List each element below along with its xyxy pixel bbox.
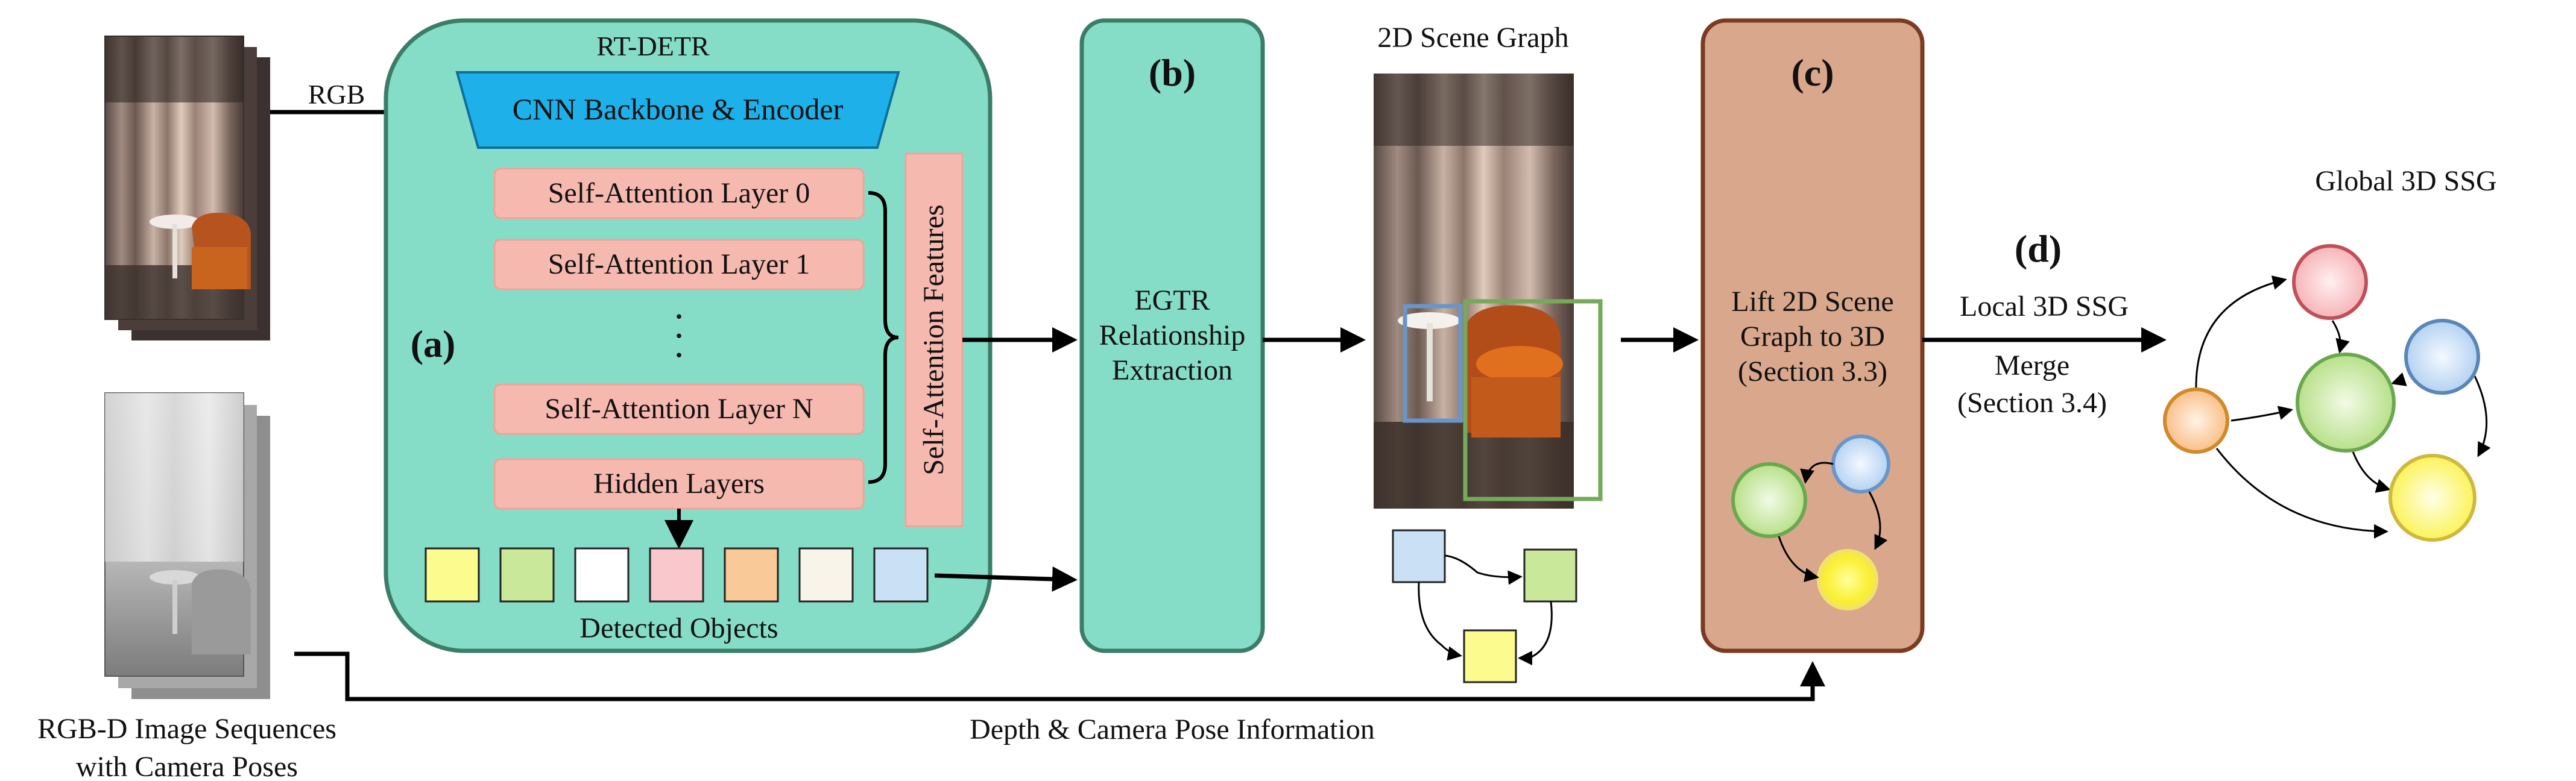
input-caption-line1: RGB-D Image Sequences xyxy=(37,713,336,745)
sa-layer-0-label: Self-Attention Layer 0 xyxy=(548,177,810,209)
local-node-green xyxy=(1731,462,1807,538)
local-node-blue xyxy=(1831,434,1890,494)
sg-edge-green-yellow xyxy=(1518,601,1553,665)
global-edge-blue-green xyxy=(2391,372,2407,386)
global-ssg-title: Global 3D SSG xyxy=(2315,165,2496,197)
detected-object-swatch xyxy=(574,547,630,603)
detected-object-swatch xyxy=(499,547,555,603)
global-node-green xyxy=(2296,353,2396,453)
tag-b: (b) xyxy=(1149,51,1196,94)
table-bbox xyxy=(1403,304,1463,423)
scene-graph-2d-nodes xyxy=(1392,529,1577,683)
detected-object-swatch xyxy=(798,547,854,603)
egtr-line-2: Relationship xyxy=(1099,319,1246,351)
rtdetr-title: RT-DETR xyxy=(596,31,710,61)
detected-object-swatch xyxy=(425,547,480,603)
depth-image-stack xyxy=(104,392,270,699)
scene-image xyxy=(1374,74,1603,509)
sg-node-blue xyxy=(1392,529,1446,583)
depth-label: Depth & Camera Pose Information xyxy=(970,714,1375,745)
detected-object-swatch xyxy=(873,547,929,603)
global-node-orange xyxy=(2163,387,2229,454)
detected-object-swatch xyxy=(649,547,704,603)
input-caption-line2: with Camera Poses xyxy=(76,751,298,781)
merge-line-1: Merge xyxy=(1995,350,2069,381)
local-edge-blue-yellow xyxy=(1868,491,1888,550)
rtdetr-block: RT-DETR CNN Backbone & Encoder Self-Atte… xyxy=(384,18,993,653)
scene-graph-2d-title: 2D Scene Graph xyxy=(1377,22,1568,54)
sg-node-green xyxy=(1523,548,1577,603)
global-graph xyxy=(2163,244,2491,542)
global-node-pink xyxy=(2292,244,2368,320)
features-label: Self-Attention Features xyxy=(918,204,950,475)
ellipsis-dot-2: . xyxy=(674,303,684,346)
sg-node-yellow xyxy=(1463,629,1517,683)
sa-layer-1 xyxy=(493,239,865,290)
sa-layer-n-label: Self-Attention Layer N xyxy=(545,393,813,425)
local-edge-green-yellow xyxy=(1778,536,1819,583)
tag-a: (a) xyxy=(411,322,456,365)
sa-layer-0 xyxy=(493,168,865,219)
local-node-yellow xyxy=(1817,549,1878,610)
sa-layer-n xyxy=(493,383,865,435)
objects-to-egtr-arrow xyxy=(934,566,1078,592)
egtr-block: (b) EGTR Relationship Extraction xyxy=(1079,18,1265,653)
local-ssg-label: Local 3D SSG xyxy=(1960,290,2129,322)
features-box xyxy=(904,152,964,527)
global-edge-green-yellow xyxy=(2350,448,2391,493)
global-node-yellow xyxy=(2388,454,2477,542)
lift-line-2: Graph to 3D xyxy=(1740,321,1885,353)
egtr-line-1: EGTR xyxy=(1134,284,1210,316)
detected-object-swatch xyxy=(724,547,779,603)
sg-edge-blue-yellow xyxy=(1418,582,1462,661)
global-edge-blue-yellow xyxy=(2473,375,2491,457)
global-edge-pink-green xyxy=(2331,320,2350,354)
global-edge-orange-green xyxy=(2230,406,2293,422)
ellipsis-dot-1: . xyxy=(674,284,684,327)
lift-line-1: Lift 2D Scene xyxy=(1731,286,1893,318)
detected-object-swatches xyxy=(425,547,929,603)
rgb-image-stack xyxy=(104,36,270,340)
global-edge-orange-yellow xyxy=(2215,448,2388,539)
rgb-label: RGB xyxy=(308,79,365,110)
depth-path-arrow xyxy=(294,651,1825,701)
backbone-trapezoid xyxy=(455,71,900,149)
sg-edge-blue-green xyxy=(1444,554,1523,585)
features-brace xyxy=(868,191,899,484)
chair-bbox xyxy=(1463,299,1603,501)
detected-objects-label: Detected Objects xyxy=(579,612,778,644)
local-edge-blue-green xyxy=(1800,462,1834,484)
lift-line-3: (Section 3.3) xyxy=(1738,356,1887,387)
global-edge-orange-pink xyxy=(2195,275,2287,390)
ellipsis-dot-3: . xyxy=(674,322,684,365)
lift-block: (c) Lift 2D Scene Graph to 3D (Section 3… xyxy=(1700,18,1925,653)
tag-c: (c) xyxy=(1791,51,1834,94)
tag-d: (d) xyxy=(2015,227,2062,270)
global-node-blue xyxy=(2404,319,2480,395)
backbone-label: CNN Backbone & Encoder xyxy=(513,92,844,126)
merge-line-2: (Section 3.4) xyxy=(1957,387,2107,419)
egtr-line-3: Extraction xyxy=(1112,354,1233,386)
hidden-layers-label: Hidden Layers xyxy=(593,468,765,500)
sa-layer-1-label: Self-Attention Layer 1 xyxy=(548,248,810,280)
